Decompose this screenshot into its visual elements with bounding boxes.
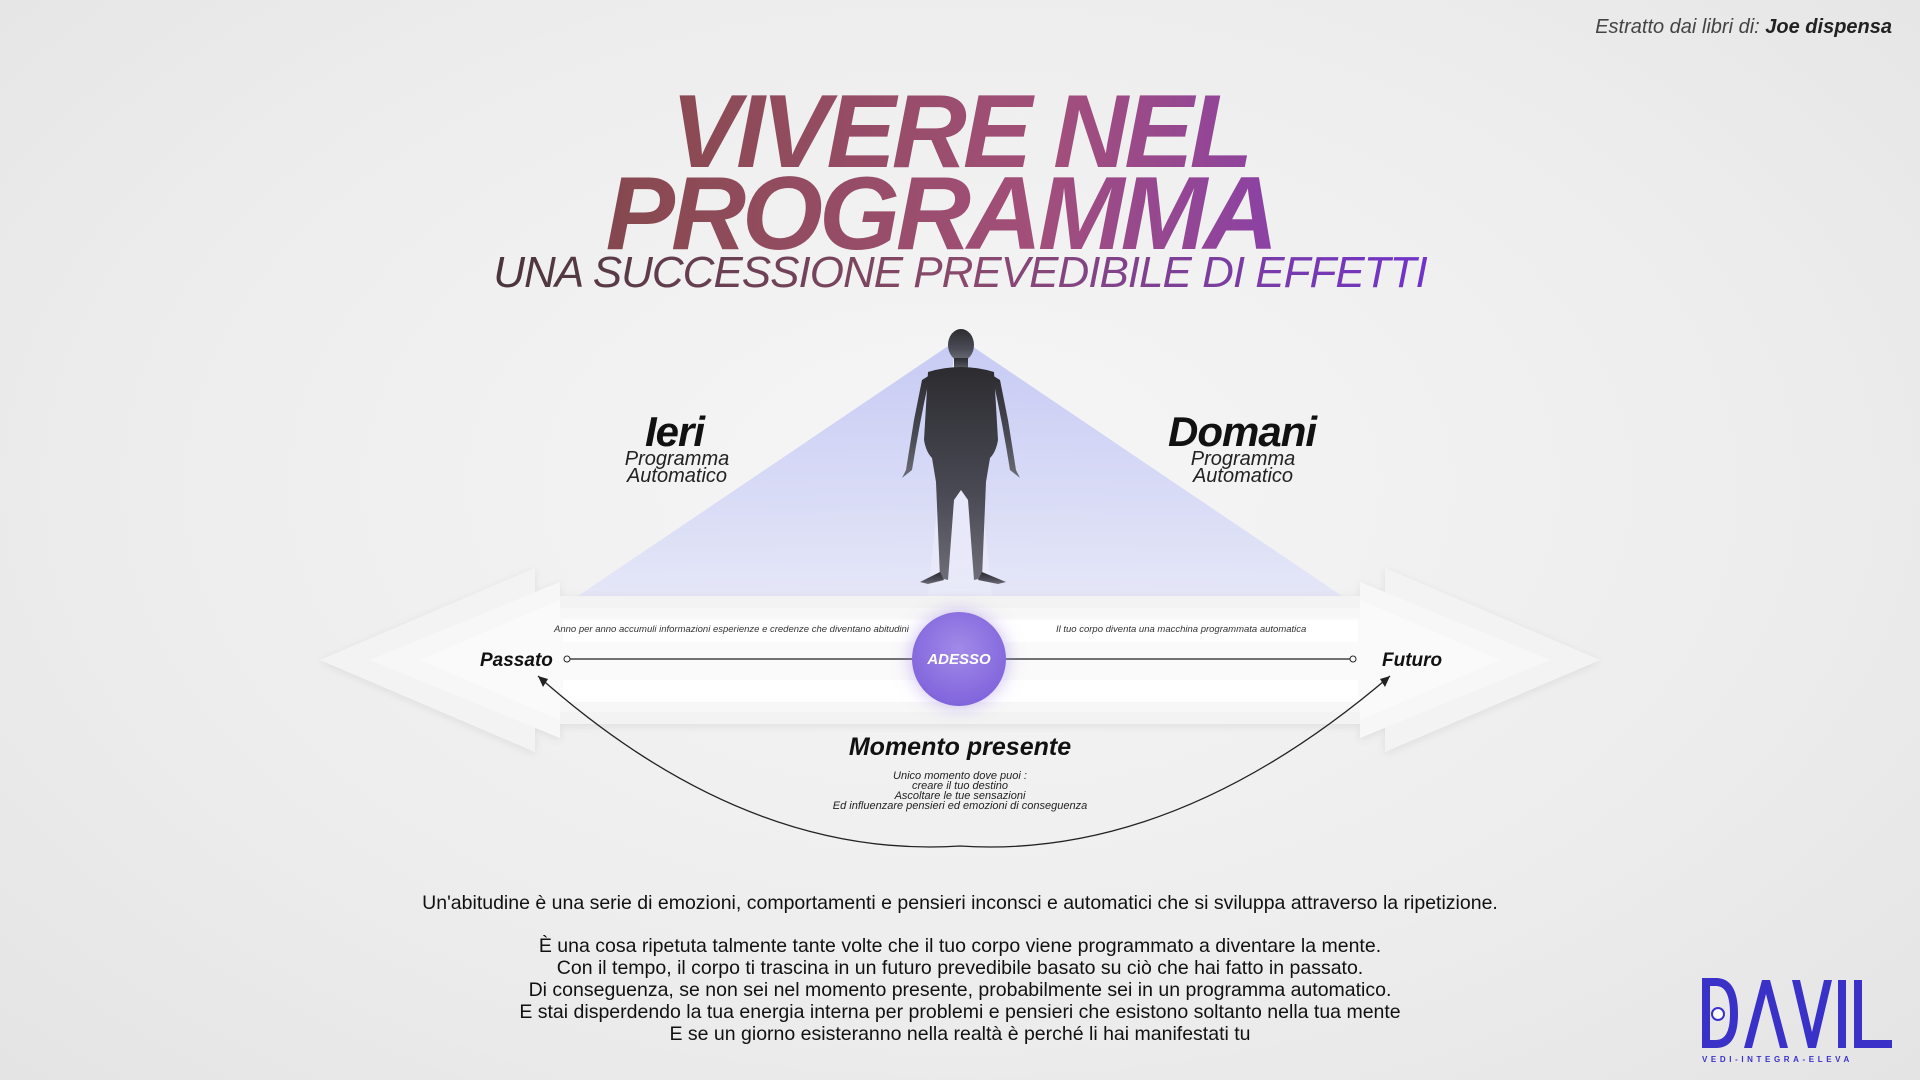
logo-tagline: VEDI-INTEGRA-ELEVA xyxy=(1702,1055,1853,1064)
ieri-subtitle: Programma Automatico xyxy=(612,448,742,487)
body-line: E stai disperdendo la tua energia intern… xyxy=(519,1001,1401,1023)
credit-author: Joe dispensa xyxy=(1765,16,1892,38)
body-line: È una cosa ripetuta talmente tante volte… xyxy=(538,935,1382,957)
ieri-sub1: Programma xyxy=(624,448,730,470)
return-arc xyxy=(537,675,1391,848)
human-silhouette-icon xyxy=(902,329,1020,584)
subtitle: UNA SUCCESSIONE PREVEDIBILE DI EFFETTI xyxy=(0,248,1920,298)
present-line: Ed influenzare pensieri ed emozioni di c… xyxy=(832,800,1088,812)
body-paragraph: È una cosa ripetuta talmente tante volte… xyxy=(0,935,1920,1045)
davil-logo: VEDI-INTEGRA-ELEVA xyxy=(1702,978,1892,1064)
momento-presente-lines: Unico momento dove puoi : creare il tuo … xyxy=(0,770,1920,812)
domani-sub2: Automatico xyxy=(1192,465,1294,487)
arc-arrowhead-right xyxy=(1380,676,1390,687)
body-intro: Un'abitudine è una serie di emozioni, co… xyxy=(422,892,1498,914)
left-note: Anno per anno accumuli informazioni espe… xyxy=(554,624,909,635)
right-note: Il tuo corpo diventa una macchina progra… xyxy=(1056,624,1307,635)
title-line-1: VIVERE NEL xyxy=(0,80,1920,184)
passato-label: Passato xyxy=(480,650,553,671)
ieri-sub2: Automatico xyxy=(626,465,728,487)
ieri-title: Ieri xyxy=(645,408,705,455)
title-line-2: PROGRAMMA xyxy=(0,162,1900,266)
body-line: Con il tempo, il corpo ti trascina in un… xyxy=(556,957,1364,979)
domani-subtitle: Programma Automatico xyxy=(1178,448,1308,487)
present-line: Unico momento dove puoi : xyxy=(893,770,1027,782)
adesso-circle: ADESSO xyxy=(912,612,1006,706)
credit-prefix: Estratto dai libri di: xyxy=(1595,16,1760,38)
body-line: E se un giorno esisteranno nella realtà … xyxy=(669,1023,1251,1045)
arc-arrowhead-left xyxy=(538,676,548,687)
present-line: Ascoltare le tue sensazioni xyxy=(894,790,1026,802)
source-credit: Estratto dai libri di: Joe dispensa xyxy=(1595,16,1892,39)
domani-sub1: Programma xyxy=(1190,448,1296,470)
body-line: Di conseguenza, se non sei nel momento p… xyxy=(528,979,1392,1001)
momento-presente-title: Momento presente xyxy=(848,733,1072,761)
futuro-label: Futuro xyxy=(1382,650,1443,671)
domani-title: Domani xyxy=(1168,408,1317,455)
present-line: creare il tuo destino xyxy=(912,780,1008,792)
